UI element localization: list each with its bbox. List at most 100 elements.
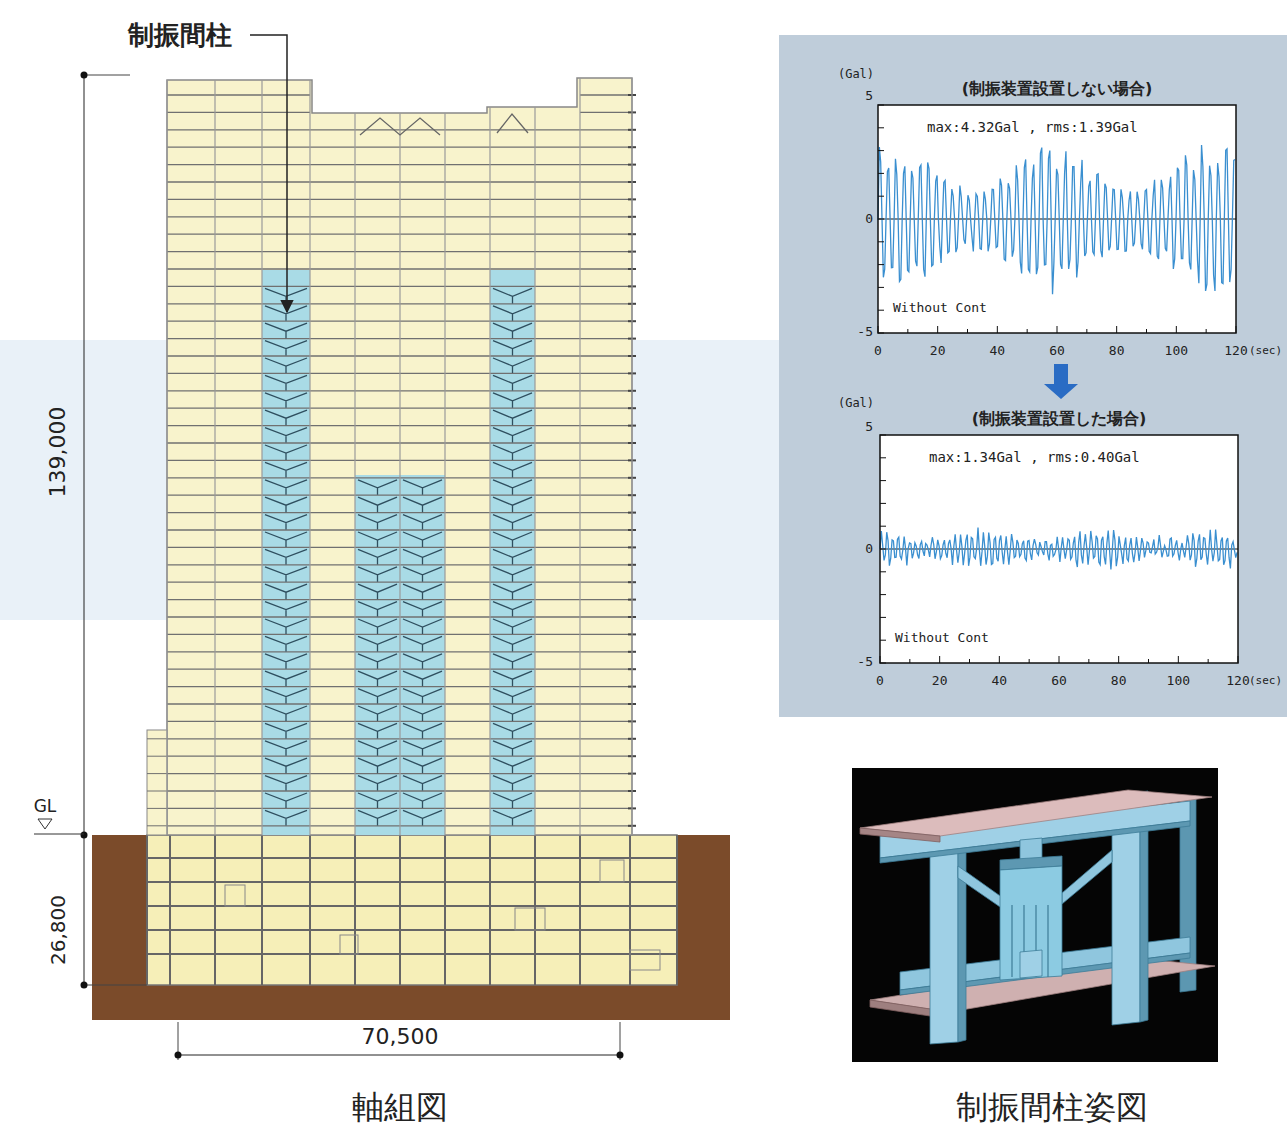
figure-caption: 制振間柱姿図 <box>956 1090 1148 1125</box>
damper-stud <box>358 741 397 756</box>
floor-line <box>167 547 215 548</box>
floor-line <box>215 686 262 687</box>
floor-line <box>167 94 215 95</box>
floor-line <box>310 651 355 652</box>
damper-stud <box>358 480 397 495</box>
chart-stats: max:4.32Gal , rms:1.39Gal <box>924 119 1141 135</box>
floor-line <box>215 147 262 148</box>
damper-stud <box>265 410 307 425</box>
floor-line <box>400 373 445 374</box>
floor-line <box>167 234 215 235</box>
floor-line <box>310 582 355 583</box>
damper-stud <box>403 515 442 530</box>
floor-line <box>167 390 215 391</box>
axis-tick-mark <box>880 571 886 572</box>
extension-line <box>84 75 130 76</box>
damper-stud <box>265 341 307 356</box>
drawing-part <box>880 435 1238 663</box>
damper-stud <box>265 776 307 791</box>
damper-stud <box>493 428 532 443</box>
floor-line <box>400 460 445 461</box>
column-line <box>489 107 490 835</box>
floor-line <box>355 286 400 287</box>
floor-line <box>310 529 355 530</box>
floor-line <box>355 425 400 426</box>
plot-area <box>880 435 1238 663</box>
damper-stud <box>358 497 397 512</box>
floor-line <box>400 147 445 148</box>
floor-line <box>167 355 215 356</box>
axis-tick-mark <box>999 656 1000 663</box>
axis-tick: 40 <box>990 344 1006 358</box>
axis-tick: 120 <box>1224 344 1247 358</box>
floor-line <box>167 703 215 704</box>
floor-line <box>535 616 580 617</box>
axis-tick-mark <box>1116 326 1117 333</box>
damper-stud <box>493 776 532 791</box>
damper-stud <box>265 723 307 738</box>
floor-line <box>445 408 490 409</box>
column-line <box>631 78 632 835</box>
damper-stud <box>403 497 442 512</box>
floor-line <box>215 442 262 443</box>
axis-tick: 80 <box>1111 674 1127 688</box>
damper-stud <box>358 602 397 617</box>
column-line <box>399 113 400 835</box>
floor-line <box>535 164 580 165</box>
floor-line <box>215 251 262 252</box>
floor-line <box>580 303 632 304</box>
damper-stud <box>403 549 442 564</box>
column-line <box>354 113 355 835</box>
floor-line <box>535 721 580 722</box>
floor-line <box>580 268 632 269</box>
floor-line <box>445 390 490 391</box>
floor-line <box>445 808 490 809</box>
basement-column <box>214 835 216 985</box>
floor-line <box>580 112 632 113</box>
damper-stud <box>493 549 532 564</box>
floor-line <box>215 234 262 235</box>
damper-stud <box>265 636 307 651</box>
floor-line <box>215 634 262 635</box>
floor-line <box>215 181 262 182</box>
floor-line <box>535 738 580 739</box>
floor-line <box>310 181 355 182</box>
floor-line <box>147 738 167 739</box>
plot-area <box>878 105 1236 333</box>
damper-stud <box>493 480 532 495</box>
floor-line <box>535 390 580 391</box>
axis-tick: 60 <box>1049 344 1065 358</box>
floor-line <box>355 460 400 461</box>
floor-line <box>535 512 580 513</box>
floor-line <box>167 529 215 530</box>
axis-tick-mark <box>1178 656 1179 663</box>
floor-line <box>535 599 580 600</box>
floor-line <box>445 790 490 791</box>
axis-tick-mark <box>878 287 884 288</box>
floor-line <box>535 355 580 356</box>
floor-line <box>400 321 445 322</box>
floor-line <box>310 460 355 461</box>
floor-line <box>535 303 580 304</box>
damper-stud <box>358 654 397 669</box>
floor-line <box>355 181 400 182</box>
floor-line <box>400 425 445 426</box>
floor-line <box>400 164 445 165</box>
floor-line <box>445 181 490 182</box>
floor-line <box>310 425 355 426</box>
floor-line <box>580 338 632 339</box>
floor-line <box>445 303 490 304</box>
floor-line <box>262 216 310 217</box>
damper-stud <box>358 758 397 773</box>
chart-panel <box>779 35 1287 717</box>
floor-line <box>580 460 632 461</box>
floor-line <box>580 251 632 252</box>
axis-tick: 100 <box>1167 674 1190 688</box>
damper-zone <box>262 270 310 835</box>
floor-line <box>445 373 490 374</box>
damper-stud <box>403 567 442 582</box>
axis-tick-mark <box>878 219 884 220</box>
floor-line <box>535 147 580 148</box>
axis-tick: 0 <box>865 212 873 226</box>
floor-line <box>167 669 215 670</box>
